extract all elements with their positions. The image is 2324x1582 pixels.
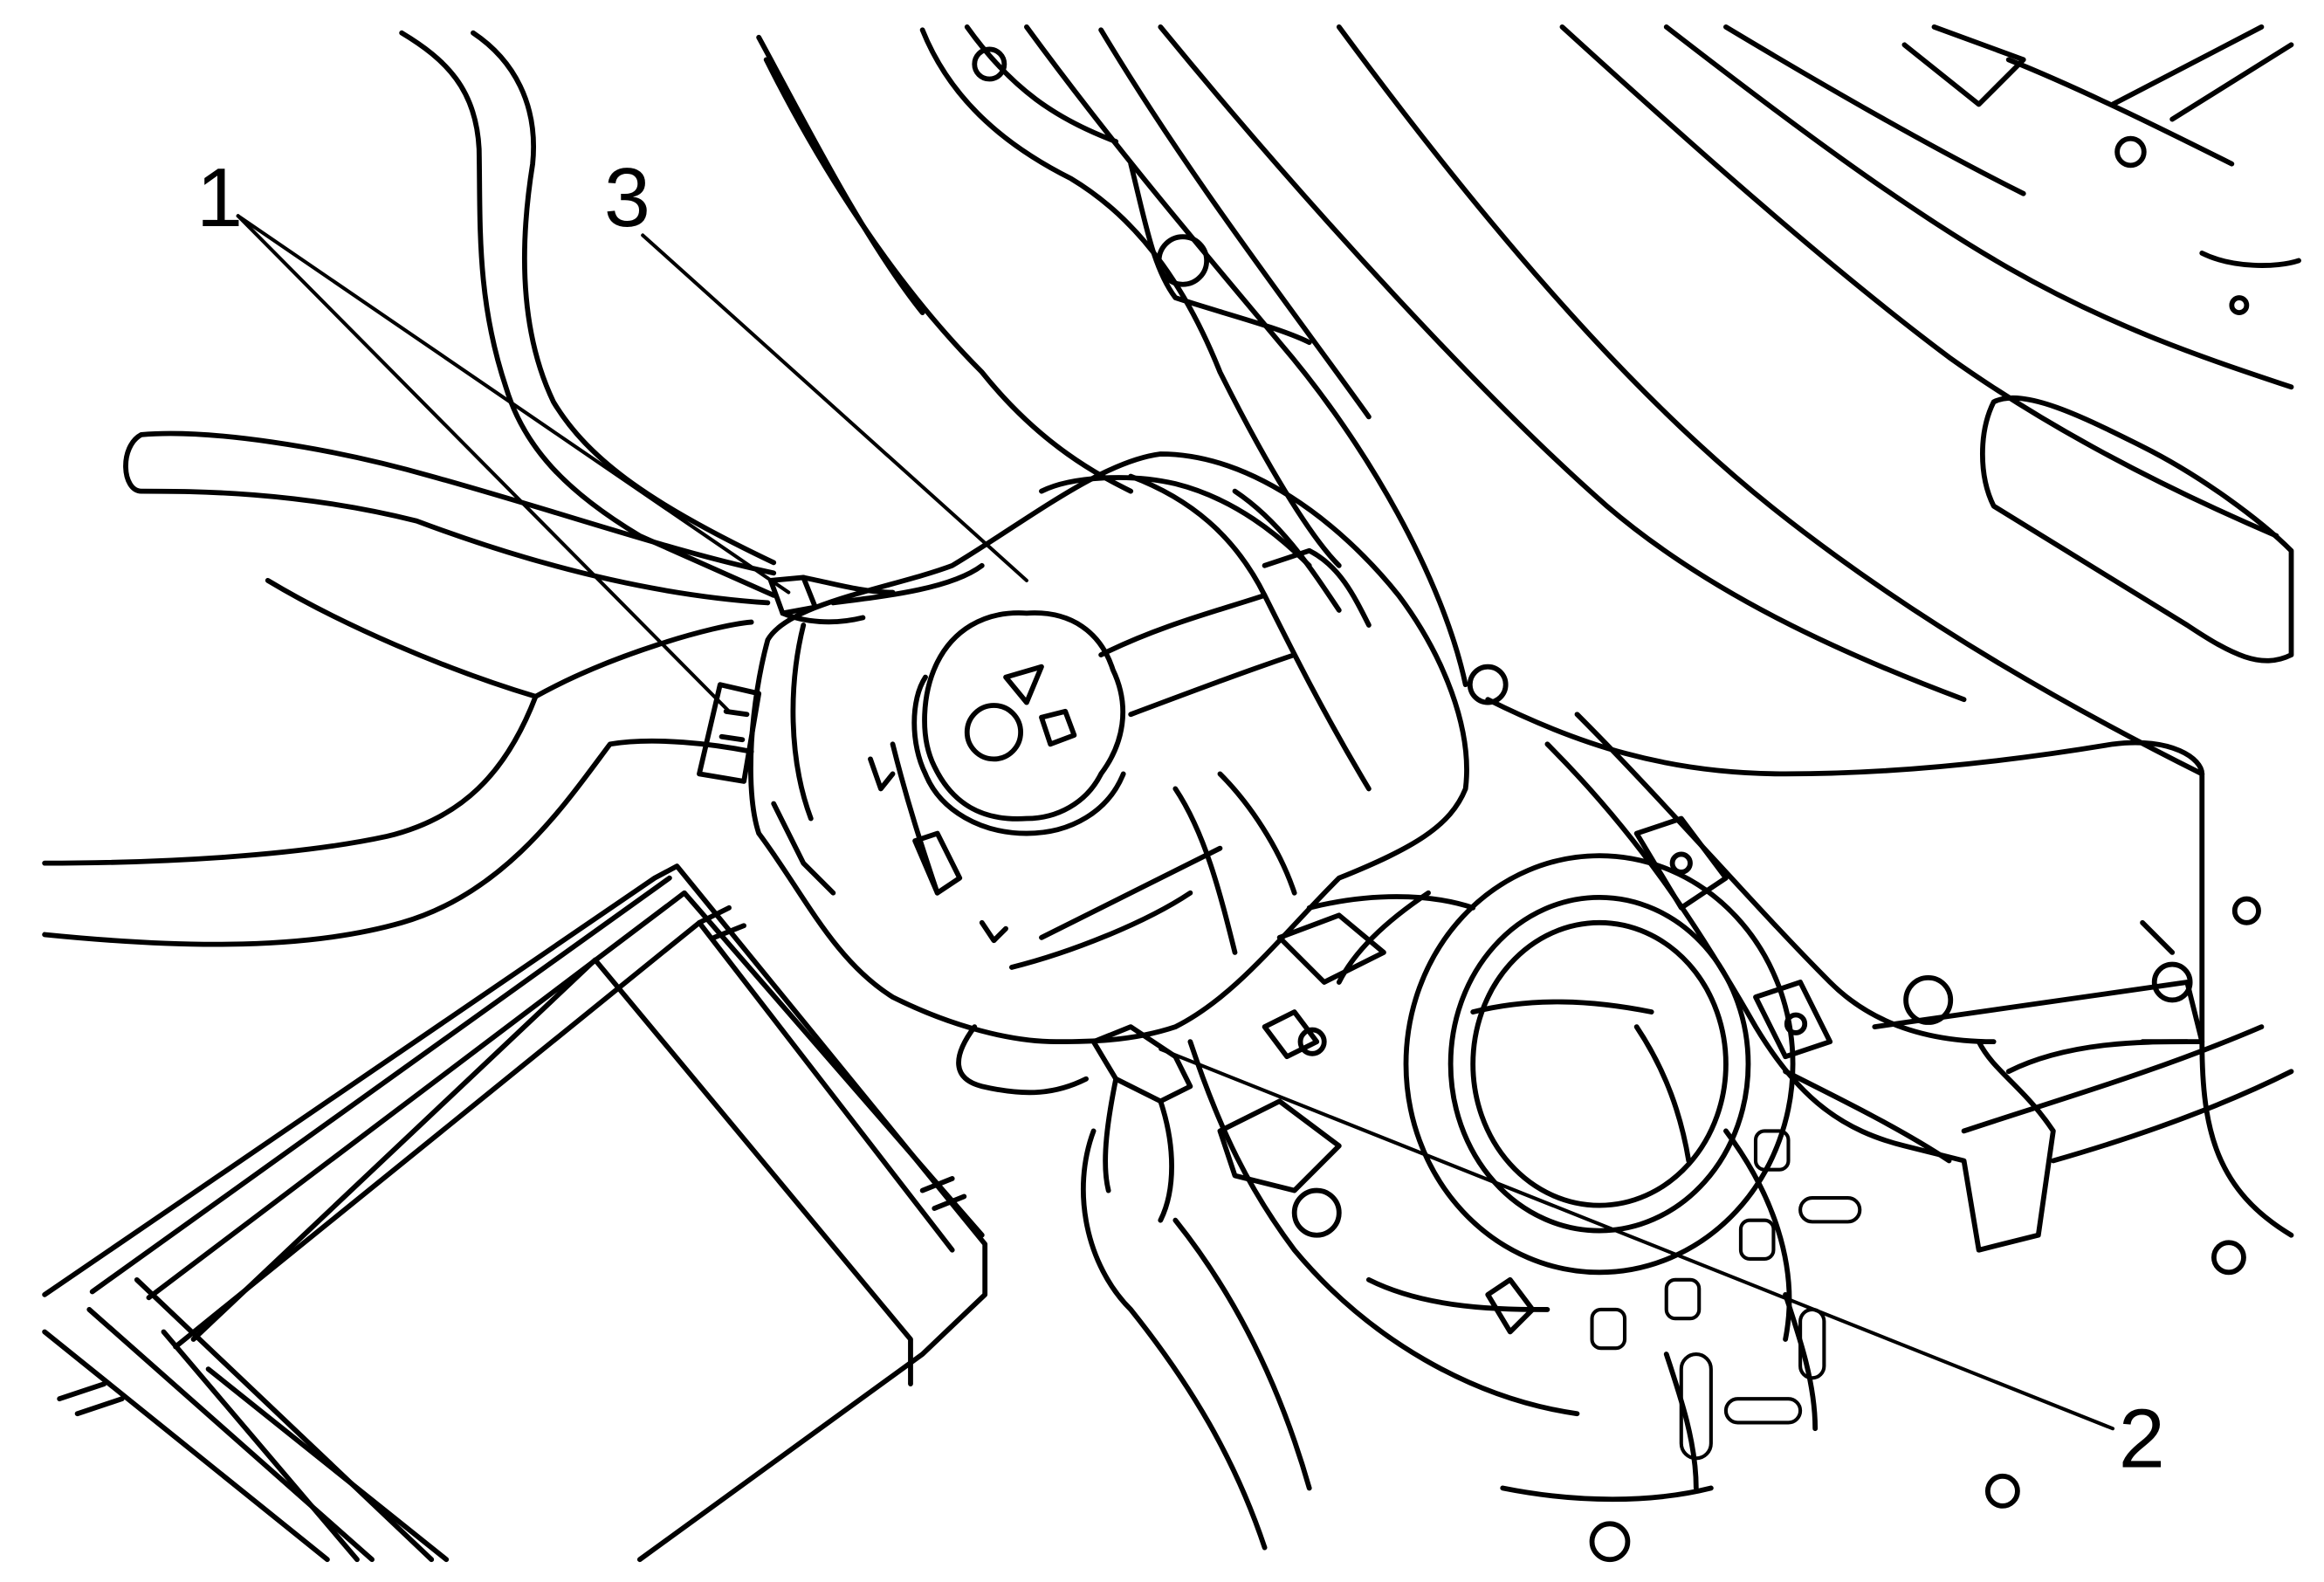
bolt-head-icon	[1903, 974, 1954, 1025]
callouts: 1 3 2	[196, 152, 2165, 1485]
callout-3: 3	[604, 152, 650, 244]
battery-tray	[42, 863, 988, 1563]
bolt-head-icon	[2211, 1240, 2246, 1276]
coolant-reservoir	[748, 451, 1469, 1096]
bolt-head-icon	[1467, 664, 1509, 705]
bolt-head-icon	[1984, 1473, 2020, 1509]
bolt-head-icon	[2231, 896, 2261, 925]
bolt-head-icon	[1784, 1012, 1808, 1035]
left-hose-loop	[42, 430, 777, 947]
bolt-head-icon	[1669, 851, 1693, 875]
leader-line-2	[1159, 1047, 2115, 1431]
bolt-head-icon	[972, 46, 1007, 82]
leader-line-1a	[236, 214, 791, 595]
leader-lines	[236, 214, 2115, 1431]
strut-tower-mount	[1187, 853, 1819, 1503]
callout-2: 2	[2119, 1393, 2165, 1486]
bolt-head-icon	[1291, 1187, 1342, 1238]
engine-bay-structure	[756, 24, 2301, 1238]
upper-left-hose	[399, 30, 777, 598]
vent-slots	[1590, 1129, 1862, 1461]
bolt-head-icon	[1156, 234, 1210, 287]
bolt-head-icon	[2114, 135, 2147, 169]
bolt-head-icon	[1589, 1521, 1631, 1563]
bolt-head-icon	[1297, 1027, 1327, 1056]
strut-brace	[1544, 712, 2205, 1253]
bolt-heads	[972, 46, 2261, 1563]
filler-cap-icon	[911, 610, 1126, 836]
callout-1: 1	[196, 152, 243, 244]
bolt-head-icon	[2229, 295, 2250, 315]
bolt-head-icon	[2151, 961, 2193, 1003]
hose-clamp-icon	[767, 574, 896, 625]
leader-line-1b	[236, 214, 732, 713]
outlet-pipe	[1080, 1024, 1312, 1551]
leader-line-3	[641, 233, 1028, 582]
